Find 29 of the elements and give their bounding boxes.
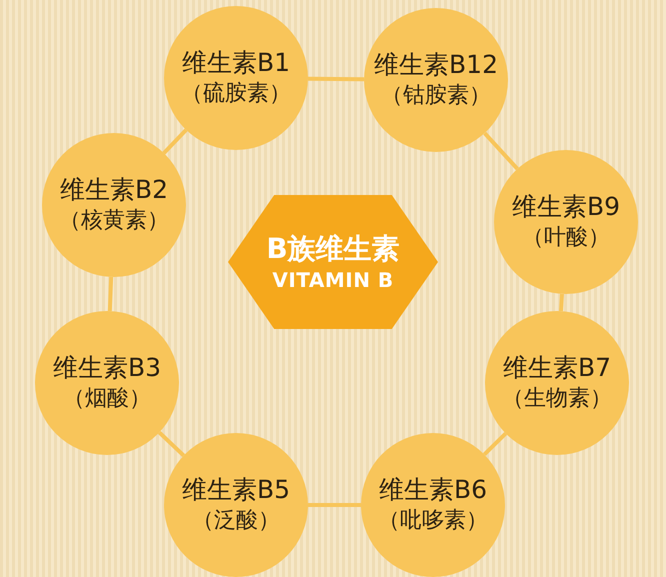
node-subtitle: （泛酸） xyxy=(192,506,280,535)
circle-node xyxy=(361,433,505,577)
node-title: 维生素B9 xyxy=(512,191,620,224)
node-subtitle: （核黄素） xyxy=(59,206,169,235)
node-subtitle: （吡哆素） xyxy=(378,506,488,535)
node-title: 维生素B1 xyxy=(182,47,290,80)
connector-line xyxy=(482,432,508,456)
connector-line xyxy=(308,503,361,507)
node-title: B族维生素 xyxy=(266,230,400,267)
node-title: 维生素B5 xyxy=(182,474,290,506)
node-title: 维生素B7 xyxy=(502,352,612,384)
connector-line xyxy=(108,276,114,312)
node-subtitle: （叶酸） xyxy=(522,224,610,252)
node-title: 维生素B3 xyxy=(52,352,162,384)
node-subtitle: VITAMIN B xyxy=(272,267,394,294)
node-title: 维生素B2 xyxy=(60,174,168,206)
hexagon-node xyxy=(228,195,438,329)
node-subtitle: （硫胺素） xyxy=(181,80,291,108)
connector-line xyxy=(162,128,188,154)
connector-line xyxy=(559,294,564,312)
connector-line xyxy=(483,132,519,170)
node-title: 维生素B6 xyxy=(378,474,488,506)
connector-line xyxy=(308,76,364,82)
node-title: 维生素B12 xyxy=(374,49,498,82)
node-subtitle: （钴胺素） xyxy=(381,82,491,110)
connector-line xyxy=(158,431,186,457)
node-subtitle: （烟酸） xyxy=(63,384,151,413)
node-subtitle: （生物素） xyxy=(502,384,612,413)
circle-node xyxy=(164,433,308,577)
